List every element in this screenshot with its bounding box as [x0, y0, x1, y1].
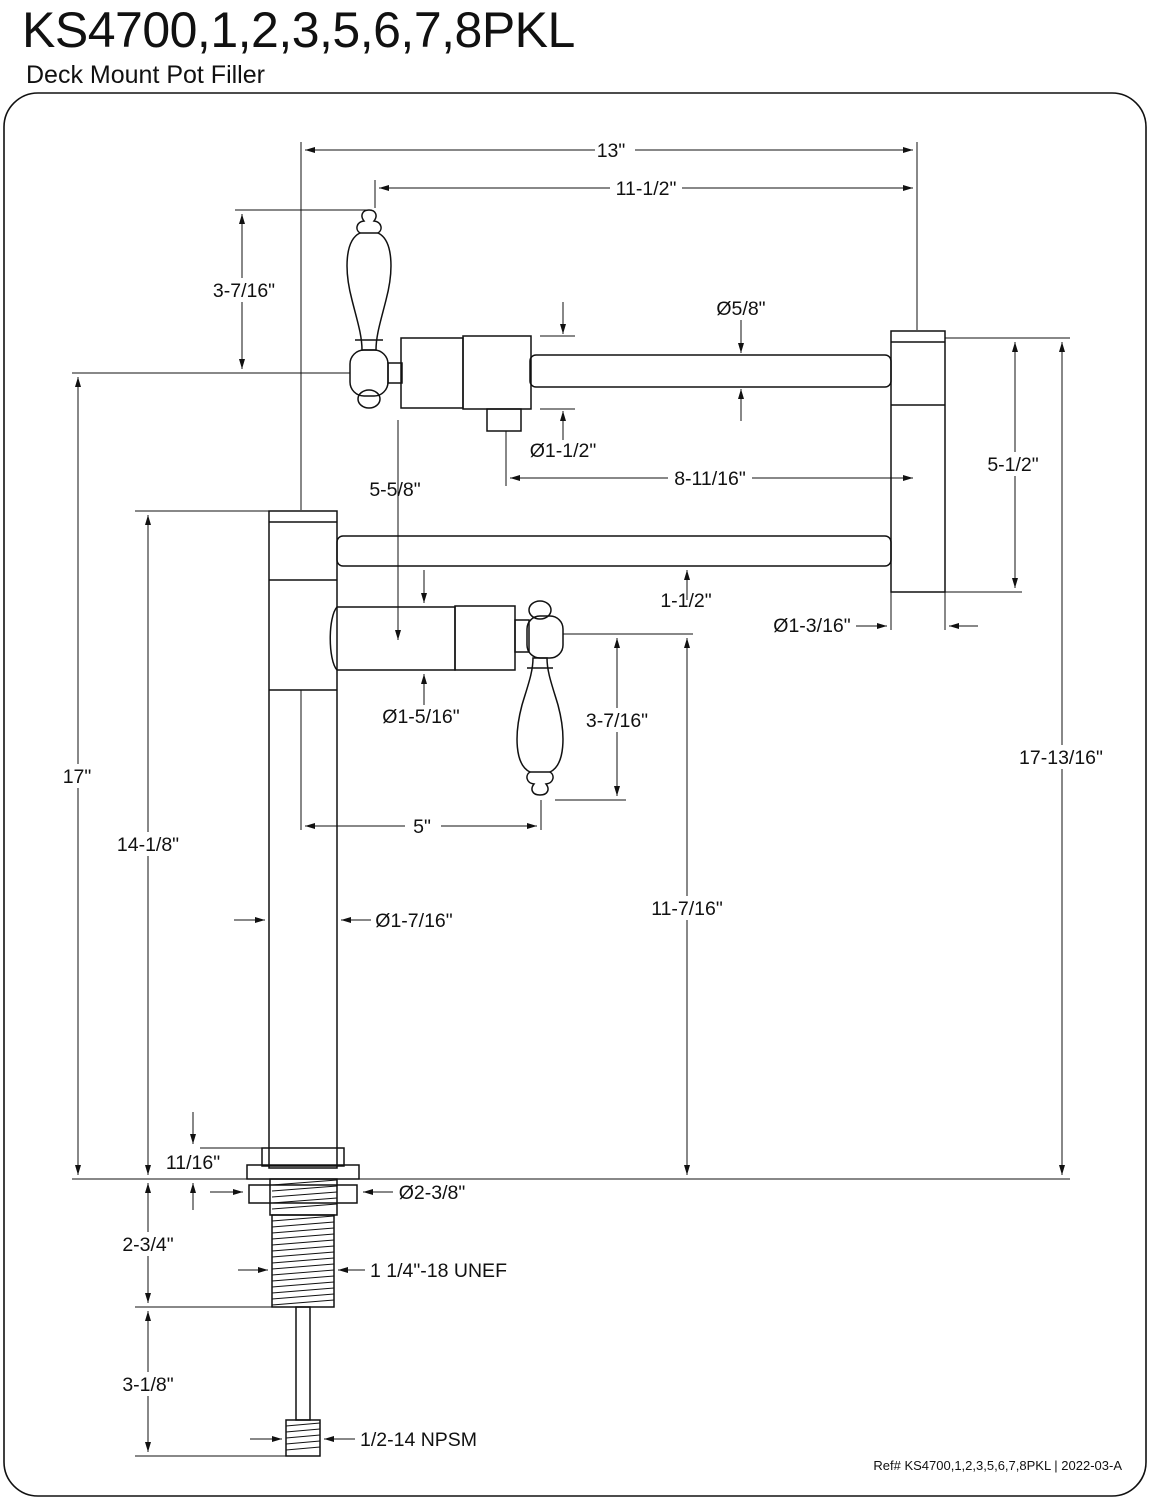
elbow-joint: [890, 330, 946, 593]
flange-base: [246, 1164, 360, 1180]
dim-flange-diameter: Ø2-3/8": [399, 1182, 466, 1204]
dim-shank-length: 2-3/4": [122, 1234, 173, 1256]
dim-joint-diameter: Ø1-3/16": [773, 615, 850, 637]
dim-inlet-length: 3-1/8": [122, 1374, 173, 1396]
dim-overall-height: 17": [63, 766, 92, 788]
dim-valve-height: 11-7/16": [651, 898, 723, 920]
mounting-washer: [248, 1184, 358, 1204]
dim-handle-reach: 5": [413, 816, 431, 838]
lower-arm: [336, 535, 892, 567]
product-subtitle: Deck Mount Pot Filler: [26, 61, 265, 89]
supply-tube: [295, 1306, 311, 1421]
body-column: [268, 510, 338, 1169]
model-number-title: KS4700,1,2,3,5,6,7,8PKL: [22, 2, 575, 58]
dim-lower-valve-diameter: Ø1-5/16": [382, 706, 459, 728]
dim-nozzle-offset: 8-11/16": [674, 468, 746, 490]
lower-handle-hub: [526, 615, 564, 659]
upper-handle-lever: [346, 209, 392, 351]
dimension-labels: 13" 11-1/2" 3-7/16" Ø5/8" Ø1-1/2" 8-11/1…: [56, 138, 1113, 1451]
upper-arm: [529, 354, 892, 388]
dim-overall-width: 13": [597, 140, 626, 162]
drawing-border: [3, 92, 1147, 1497]
dim-arm-gap: 1-1/2": [660, 590, 711, 612]
thread-hatching: [271, 1179, 338, 1451]
dim-inlet-thread: 1/2-14 NPSM: [360, 1429, 477, 1451]
dim-arm-reach: 11-1/2": [616, 178, 677, 200]
reference-footer: Ref# KS4700,1,2,3,5,6,7,8PKL | 2022-03-A: [873, 1458, 1122, 1473]
nozzle: [486, 408, 522, 432]
faucet-outline: [246, 209, 946, 1457]
upper-valve-cap: [462, 335, 532, 410]
dim-body-height: 14-1/8": [117, 834, 179, 856]
dim-elbow-height: 5-1/2": [987, 454, 1038, 476]
dimension-lines: [75, 147, 1065, 1452]
dim-valve-offset: 5-5/8": [369, 479, 420, 501]
dim-total-height: 17-13/16": [1019, 747, 1103, 769]
dim-flange-height: 11/16": [166, 1152, 220, 1174]
dim-spout-diameter: Ø5/8": [716, 298, 765, 320]
dim-body-diameter: Ø1-7/16": [375, 910, 452, 932]
upper-valve-body: [400, 337, 464, 409]
dim-nozzle-diameter: Ø1-1/2": [530, 440, 597, 462]
dim-lower-handle-height: 3-7/16": [586, 710, 648, 732]
flange-collar: [261, 1147, 345, 1167]
extension-lines: [72, 142, 1070, 1457]
dim-shank-thread: 1 1/4"-18 UNEF: [370, 1260, 507, 1282]
upper-handle-hub: [349, 349, 389, 397]
lower-handle-lever: [516, 657, 564, 796]
dim-upper-handle-height: 3-7/16": [213, 280, 275, 302]
lower-valve-body: [329, 606, 456, 671]
lower-valve-cap: [454, 605, 516, 671]
